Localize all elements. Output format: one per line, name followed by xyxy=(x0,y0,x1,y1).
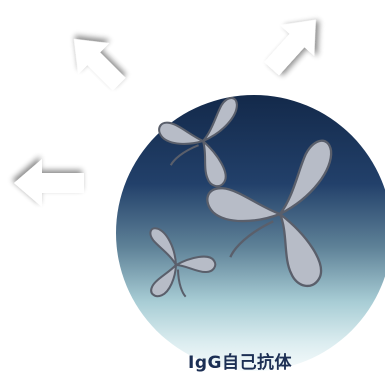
arrow-left-icon xyxy=(14,159,84,207)
arrow-upper-left-icon xyxy=(73,38,126,91)
figure-caption: IgG自己抗体 xyxy=(188,353,292,373)
arrow-upper-right-icon xyxy=(264,19,316,76)
